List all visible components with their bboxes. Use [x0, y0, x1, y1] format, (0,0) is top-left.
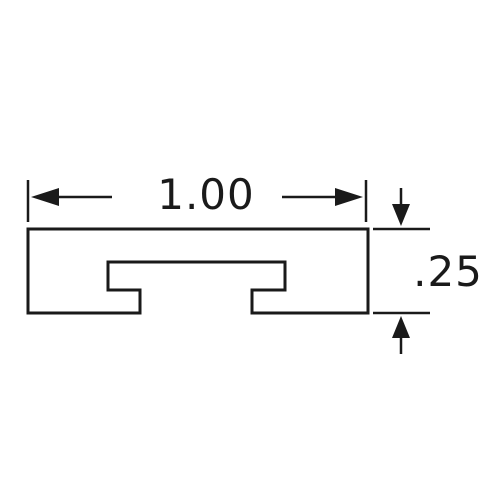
height-arrowhead-top [392, 204, 410, 226]
height-arrowhead-bottom [392, 316, 410, 338]
width-arrowhead-right [335, 188, 363, 206]
width-dimension-label: 1.00 [157, 170, 255, 219]
width-arrowhead-left [31, 188, 59, 206]
height-dimension-label: .25 [413, 247, 483, 296]
t-slot-profile-outline [26, 227, 370, 315]
